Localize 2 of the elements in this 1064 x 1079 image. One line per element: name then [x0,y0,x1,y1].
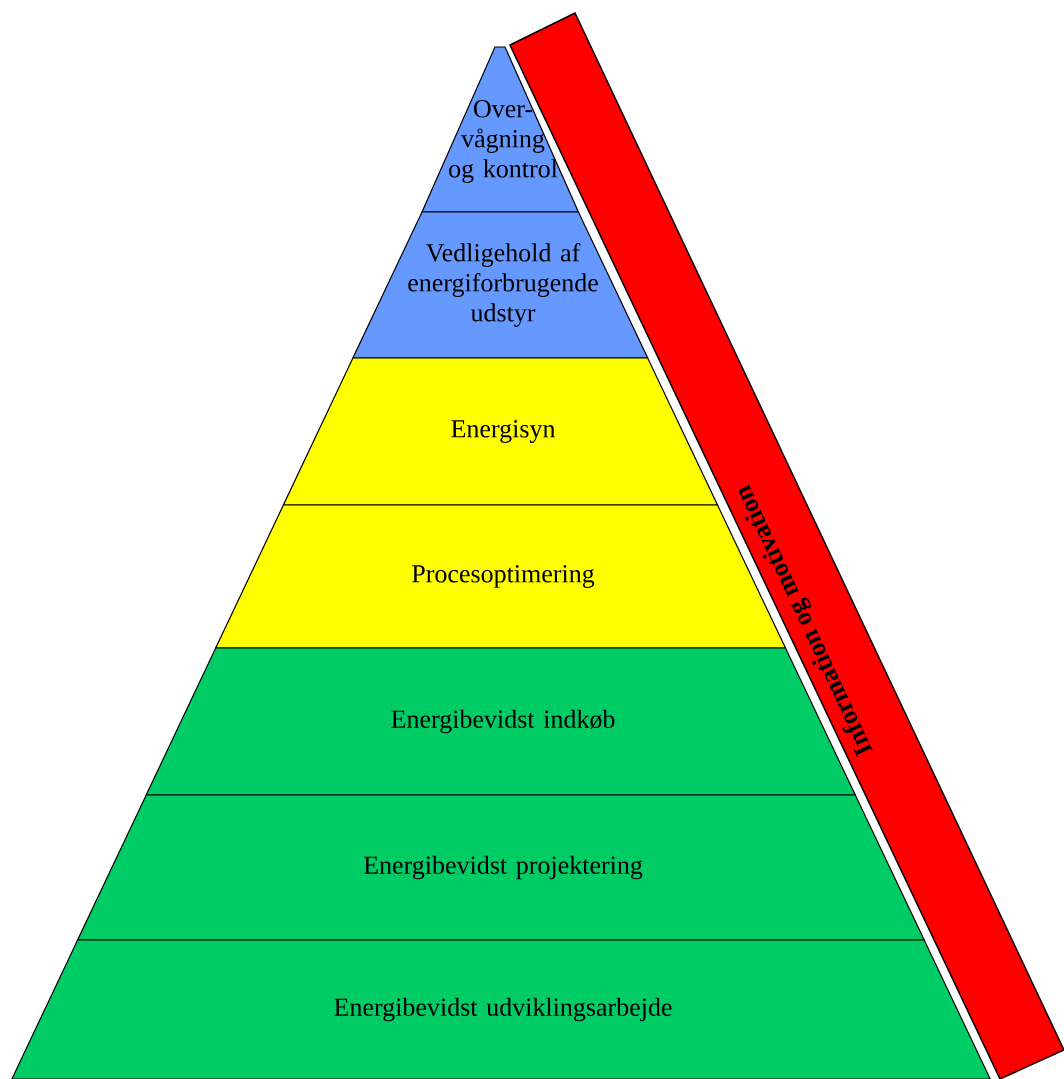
pyramid-layer: Over-vågning og kontrol [421,46,580,213]
pyramid-layer: Energisyn [282,357,719,506]
